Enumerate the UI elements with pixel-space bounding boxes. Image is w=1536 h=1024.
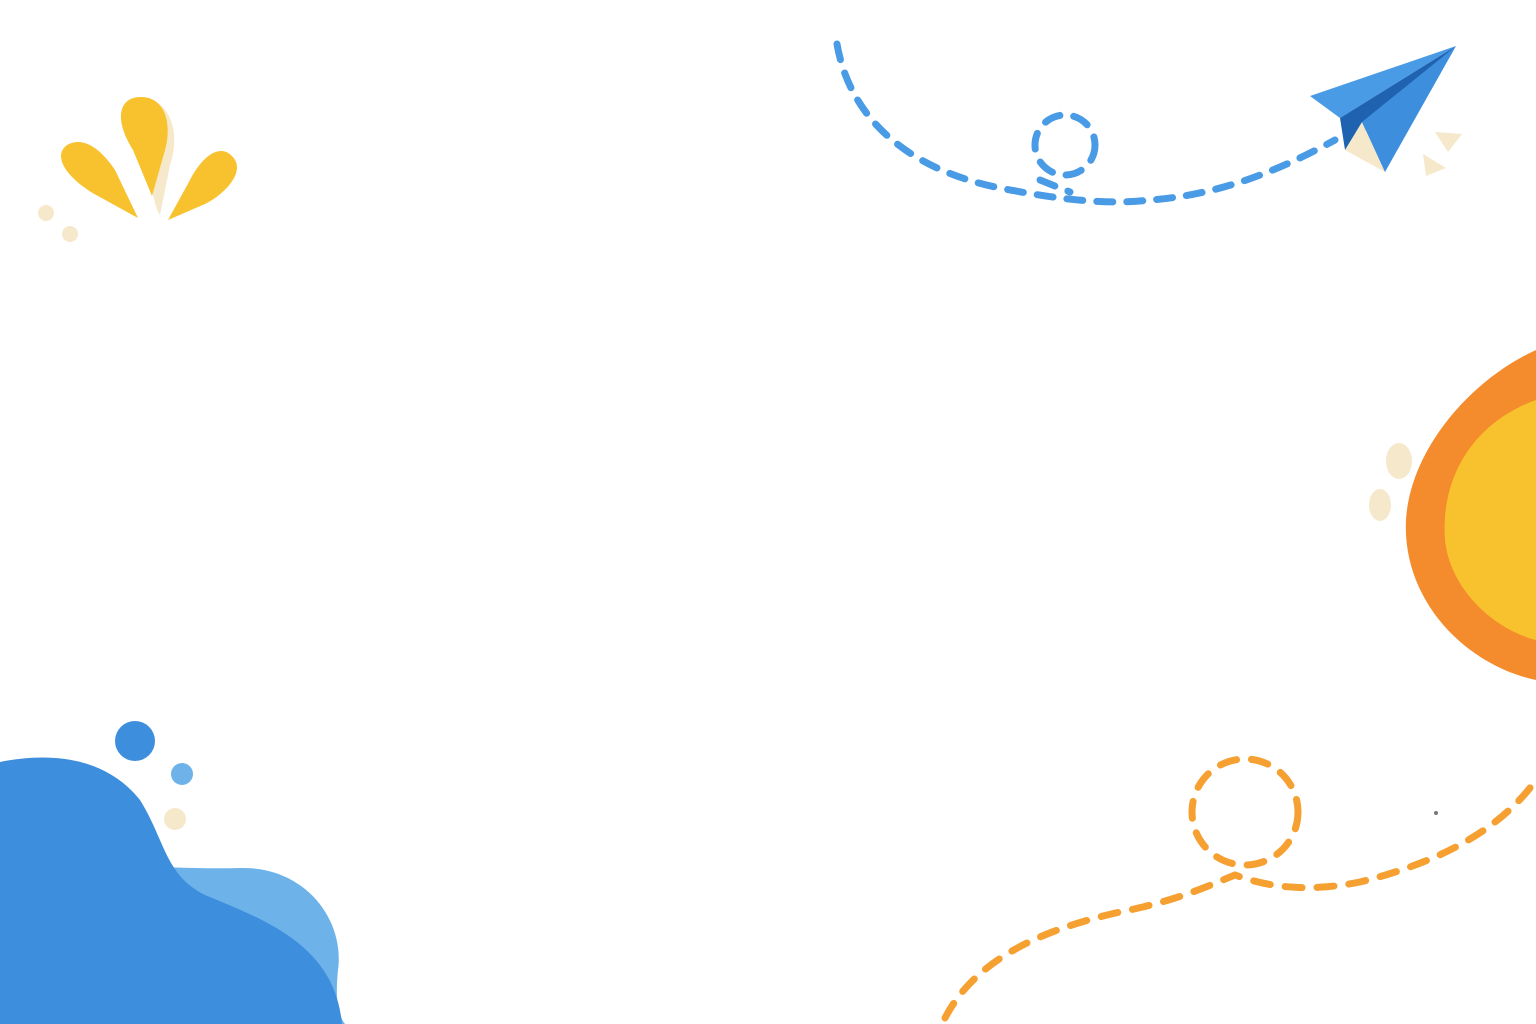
flight-path-loop bbox=[1031, 111, 1099, 179]
blue-dot-small bbox=[171, 763, 193, 785]
plane-wing-top bbox=[1310, 46, 1456, 118]
petal-right bbox=[168, 151, 238, 220]
plane-wing-cream bbox=[1345, 122, 1385, 172]
cream-oval-1 bbox=[1386, 443, 1412, 479]
spark-triangle-1 bbox=[1435, 132, 1462, 152]
cream-dot-3 bbox=[164, 808, 186, 830]
blue-blob-main bbox=[0, 757, 342, 1024]
small-speck bbox=[1434, 811, 1438, 815]
cream-oval-2 bbox=[1369, 489, 1391, 521]
spark-triangle-2 bbox=[1423, 154, 1446, 176]
orange-dashed-path bbox=[941, 755, 1536, 1022]
plane-wing-bottom bbox=[1362, 46, 1456, 172]
sun-icon bbox=[1369, 350, 1536, 680]
cream-dot-2 bbox=[62, 226, 78, 242]
orange-path-main bbox=[941, 776, 1536, 1022]
petal-center bbox=[120, 97, 168, 196]
blue-dashed-flight-path bbox=[833, 40, 1339, 206]
yellow-petal-burst-icon bbox=[38, 97, 238, 242]
orange-path-loop bbox=[1188, 755, 1302, 869]
blue-blob-icon bbox=[0, 721, 345, 1024]
sun-inner-core bbox=[1444, 400, 1536, 640]
cream-dot-1 bbox=[38, 205, 54, 221]
blue-dot-large bbox=[115, 721, 155, 761]
flight-path-cross bbox=[1036, 176, 1074, 196]
paper-plane-icon bbox=[1310, 46, 1462, 176]
petal-left bbox=[61, 142, 138, 218]
flight-path-main bbox=[833, 40, 1339, 206]
